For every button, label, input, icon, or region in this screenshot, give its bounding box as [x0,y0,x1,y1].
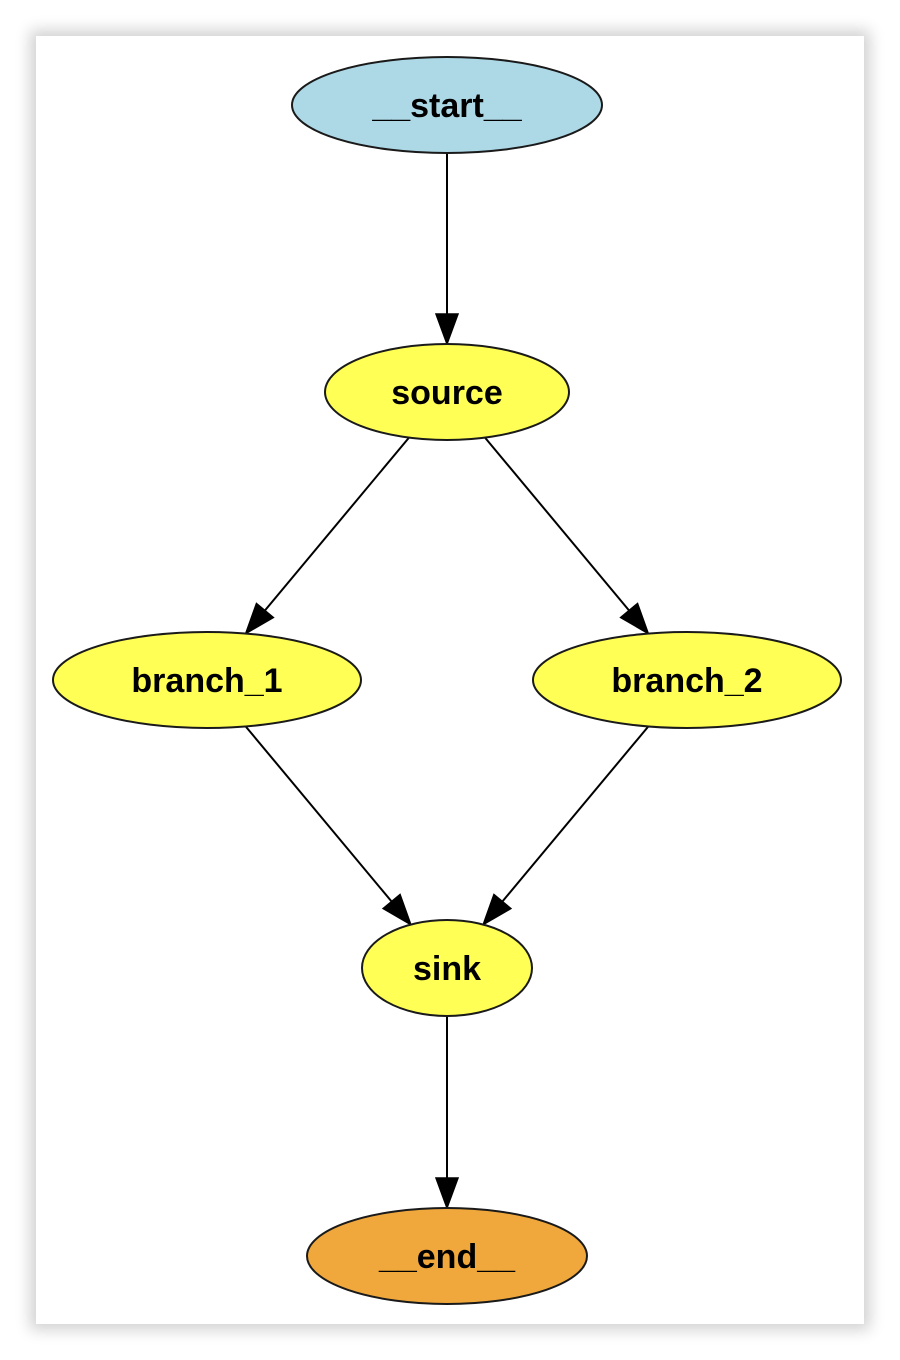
edge-line [244,725,393,903]
node-end: __end__ [306,1207,588,1305]
node-ellipse [306,1207,588,1305]
node-branch_1: branch_1 [52,631,362,729]
node-label: branch_2 [611,662,762,700]
arrowhead-icon [434,313,460,347]
edge-line [484,436,630,612]
edge-line [264,436,410,612]
node-start: __start__ [291,56,603,154]
node-ellipse [291,56,603,154]
node-ellipse [52,631,362,729]
edge-source-to-branch_2 [484,436,650,636]
edge-branch_2-to-sink [481,725,650,927]
node-ellipse [532,631,842,729]
node-ellipse [324,343,570,441]
edge-line [501,725,650,903]
edge-layer [244,153,650,1211]
edge-source-to-branch_1 [244,436,410,636]
node-source: source [324,343,570,441]
edge-start-to-source [434,153,460,347]
node-label: __start__ [371,87,522,125]
edge-branch_1-to-sink [244,725,413,927]
arrowhead-icon [481,893,513,927]
node-label: __end__ [378,1238,516,1276]
node-ellipse [361,919,533,1017]
node-branch_2: branch_2 [532,631,842,729]
node-sink: sink [361,919,533,1017]
arrowhead-icon [434,1177,460,1211]
edge-sink-to-end [434,1016,460,1211]
arrowhead-icon [244,602,275,636]
arrowhead-icon [619,602,650,636]
arrowhead-icon [381,893,413,927]
node-label: sink [413,950,481,988]
node-label: source [391,374,503,412]
node-label: branch_1 [131,662,282,700]
